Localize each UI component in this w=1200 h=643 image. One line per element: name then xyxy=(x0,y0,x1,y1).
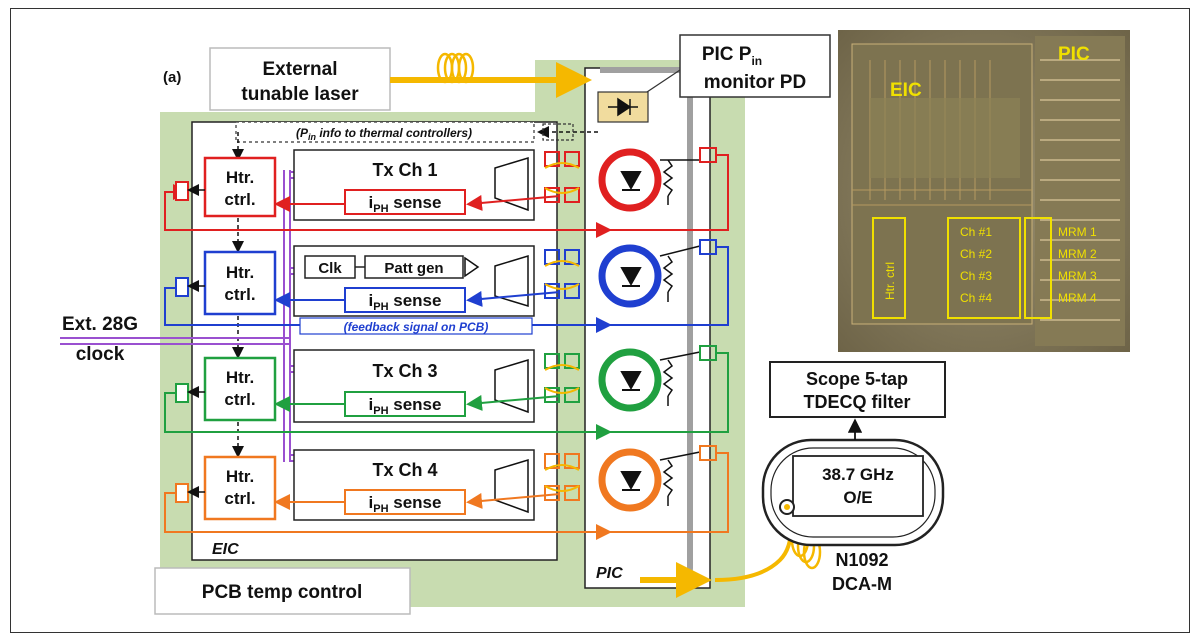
iph-sense-2-label: iPH sense xyxy=(369,291,442,313)
scope-box xyxy=(769,361,946,418)
driver-2-icon xyxy=(494,254,529,308)
eic-label: EIC xyxy=(212,541,239,558)
tx-ch4-label: Tx Ch 4 xyxy=(372,460,437,480)
ring-4-icon xyxy=(598,448,662,512)
tx-ch3-label: Tx Ch 3 xyxy=(372,361,437,381)
monitor-label-2: monitor PD xyxy=(704,72,806,93)
laser-label-1: External xyxy=(263,59,338,80)
photo-mrm2: MRM 2 xyxy=(1058,247,1097,261)
htr-4-line2: ctrl. xyxy=(224,489,255,508)
ring-2-icon xyxy=(598,244,662,308)
laser-box xyxy=(209,47,391,111)
chip-photo xyxy=(838,30,1130,352)
photo-ch-box xyxy=(947,217,1021,319)
laser-label-2: tunable laser xyxy=(241,84,359,105)
driver-1-icon xyxy=(494,156,529,212)
iph-sense-2-box xyxy=(344,287,466,313)
channel-3 xyxy=(164,345,729,440)
htr-1-line1: Htr. xyxy=(226,168,254,187)
pcb-temp-label: PCB temp control xyxy=(202,582,362,603)
panel-tag: (a) xyxy=(163,69,181,86)
iph-sense-1-box xyxy=(344,189,466,215)
channel-2 xyxy=(164,239,729,335)
pic-label: PIC xyxy=(596,565,623,582)
figure-frame xyxy=(10,8,1190,633)
feedback-label-box xyxy=(299,317,533,335)
htr-3-line1: Htr. xyxy=(226,368,254,387)
htr-2-line1: Htr. xyxy=(226,263,254,282)
htr-ctrl-1-box xyxy=(203,156,277,218)
clock-lines xyxy=(60,170,300,462)
htr-4-line1: Htr. xyxy=(226,467,254,486)
dca-label-1: N1092 xyxy=(835,550,888,570)
pin-info-box xyxy=(235,121,535,143)
htr-1-line2: ctrl. xyxy=(224,190,255,209)
photo-mrm3: MRM 3 xyxy=(1058,269,1097,283)
photo-htr-box xyxy=(872,217,906,319)
htr-ctrl-3-box xyxy=(203,356,277,422)
photo-eic-label: EIC xyxy=(890,80,922,101)
scope-label-1: Scope 5-tap xyxy=(806,369,908,389)
monitor-pd-icon xyxy=(597,91,649,123)
photo-ch4: Ch #4 xyxy=(960,291,992,305)
monitor-pd-box xyxy=(679,34,831,98)
photo-mrm-box xyxy=(1024,217,1052,319)
photo-mrm4: MRM 4 xyxy=(1058,291,1097,305)
scope-label-2: TDECQ filter xyxy=(803,392,910,412)
iph-sense-3-label: iPH sense xyxy=(369,395,442,417)
oe-label-1: 38.7 GHz xyxy=(822,465,894,484)
ring-1-icon xyxy=(598,148,662,212)
htr-3-line2: ctrl. xyxy=(224,390,255,409)
channel-4 xyxy=(164,445,729,540)
photo-ch3: Ch #3 xyxy=(960,269,992,283)
photo-pic-label: PIC xyxy=(1058,44,1090,65)
ring-3-icon xyxy=(598,348,662,412)
pin-info-label: (Pin info to thermal controllers) xyxy=(296,126,472,142)
photo-ch1: Ch #1 xyxy=(960,225,992,239)
oe-label-2: O/E xyxy=(843,488,872,507)
photo-mrm1: MRM 1 xyxy=(1058,225,1097,239)
monitor-label-1: PIC Pin xyxy=(702,44,762,68)
htr-2-line2: ctrl. xyxy=(224,285,255,304)
clk-label: Clk xyxy=(318,260,342,277)
oe-box xyxy=(792,455,924,517)
fiber-coil xyxy=(436,52,475,84)
photo-htr-label: Htr. ctrl xyxy=(883,262,897,300)
htr-ctrl-2-box xyxy=(203,250,277,316)
channel-1 xyxy=(164,147,729,238)
dca-label-2: DCA-M xyxy=(832,574,892,594)
patt-gen-label: Patt gen xyxy=(384,260,443,277)
photo-ch2: Ch #2 xyxy=(960,247,992,261)
iph-sense-1-label: iPH sense xyxy=(369,193,442,215)
tx-ch1-label: Tx Ch 1 xyxy=(372,160,437,180)
ext-clock-label-1: Ext. 28G xyxy=(62,314,138,335)
htr-ctrl-4-box xyxy=(203,455,277,521)
feedback-label: (feedback signal on PCB) xyxy=(344,320,489,334)
pcb-temp-box xyxy=(154,567,411,615)
ext-clock-label-2: clock xyxy=(76,344,125,365)
iph-sense-4-label: iPH sense xyxy=(369,493,442,515)
tap-coupler-top xyxy=(542,123,574,141)
